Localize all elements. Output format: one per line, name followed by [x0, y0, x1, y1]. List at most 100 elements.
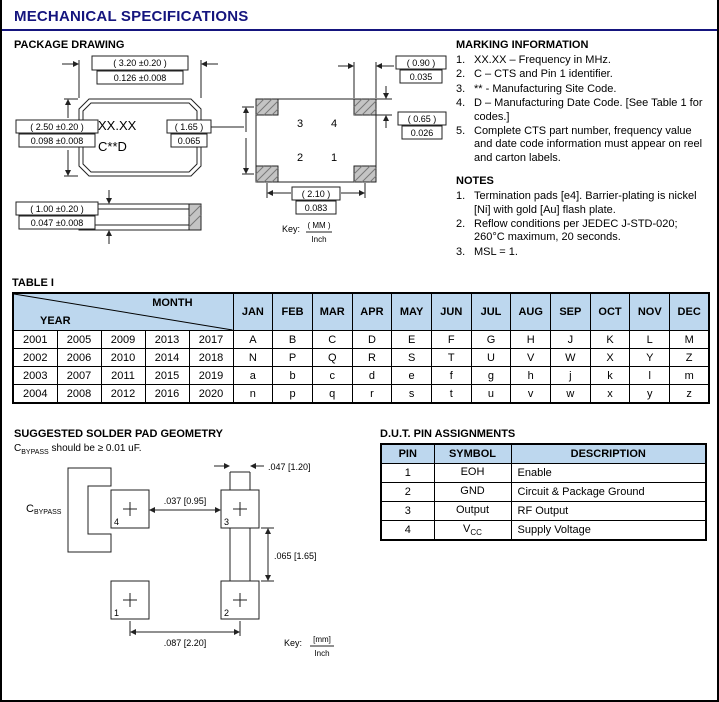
code-cell: L	[629, 330, 671, 350]
solder-pad-drawing: CBYPASS 4 3 1 2	[26, 462, 334, 658]
code-cell: s	[391, 384, 432, 404]
dut-desc-cell: RF Output	[510, 501, 707, 522]
bypass-cap-label: CBYPASS	[26, 503, 62, 516]
dut-header-row: PIN SYMBOL DESCRIPTION	[380, 443, 707, 465]
key-denominator: Inch	[311, 235, 326, 244]
item-number: 5.	[456, 125, 466, 138]
units-key: Key: ( MM ) Inch	[282, 221, 332, 244]
code-cell: a	[232, 366, 274, 386]
pad-number-4: 4	[331, 118, 337, 130]
dim-pad-width: ( 0.90 ) 0.035	[338, 55, 447, 98]
code-cell: D	[351, 330, 393, 350]
table1-corner-cell: MONTH YEAR	[12, 292, 234, 332]
item-number: 2.	[456, 218, 466, 231]
dim-pad-height: ( 0.65 ) 0.026	[376, 86, 447, 140]
item-text: XX.XX – Frequency in MHz.	[474, 54, 611, 66]
package-bottom-view: 3 4 2 1	[255, 98, 377, 183]
code-cell: x	[589, 384, 631, 404]
code-cell: Y	[629, 348, 671, 368]
package-drawing-heading: PACKAGE DRAWING	[14, 39, 125, 51]
dim-height: ( 2.50 ±0.20 ) 0.098 ±0.008	[15, 98, 99, 177]
year-cell: 2002	[12, 348, 58, 368]
year-cell: 2020	[188, 384, 234, 404]
dim-pitch-x-mm: ( 2.10 )	[302, 189, 331, 199]
month-header: JUL	[470, 292, 512, 332]
package-drawing: ( 3.20 ±0.20 ) 0.126 ±0.008 XX.XX C**D	[15, 55, 447, 244]
list-item: 1.Termination pads [e4]. Barrier-plating…	[456, 190, 709, 217]
code-cell: B	[272, 330, 313, 350]
code-cell: M	[669, 330, 710, 350]
code-cell: N	[232, 348, 274, 368]
dut-pin-cell: 4	[380, 520, 435, 541]
code-cell: v	[510, 384, 552, 404]
code-cell: A	[232, 330, 274, 350]
item-number: 2.	[456, 68, 466, 81]
year-cell: 2009	[100, 330, 146, 350]
item-number: 1.	[456, 190, 466, 203]
list-item: 5.Complete CTS part number, frequency va…	[456, 125, 709, 165]
dut-symbol-cell: EOH	[433, 463, 512, 484]
corner-diagonal	[14, 294, 233, 330]
package-side-view: ( 1.00 ±0.20 ) 0.047 ±0.008	[15, 190, 202, 244]
corner-month-label: MONTH	[152, 297, 193, 310]
code-cell: U	[470, 348, 512, 368]
code-cell: b	[272, 366, 313, 386]
item-number: 3.	[456, 82, 466, 95]
code-cell: P	[272, 348, 313, 368]
year-cell: 2008	[56, 384, 102, 404]
year-cell: 2005	[56, 330, 102, 350]
code-cell: k	[589, 366, 631, 386]
dim-047-label: .047 [1.20]	[268, 462, 311, 472]
code-cell: p	[272, 384, 313, 404]
dut-pin-cell: 3	[380, 501, 435, 522]
item-text: MSL = 1.	[474, 245, 518, 258]
dut-heading: D.U.T. PIN ASSIGNMENTS	[380, 428, 516, 441]
solder-pad-number-1: 1	[114, 608, 119, 618]
solder-key-numerator: [mm]	[313, 635, 331, 644]
list-item: 4.D – Manufacturing Date Code. [See Tabl…	[456, 97, 709, 124]
dim-thick-in: 0.047 ±0.008	[31, 218, 83, 228]
key-numerator: ( MM )	[307, 221, 330, 230]
top-section: PACKAGE DRAWING ( 3.20 ±0.20 ) 0.126 ±0.…	[2, 31, 717, 265]
pad-number-1: 1	[331, 152, 337, 164]
code-cell: g	[470, 366, 512, 386]
dut-symbol-cell: Output	[433, 501, 512, 522]
list-item: 3.MSL = 1.	[456, 246, 709, 259]
code-cell: J	[550, 330, 591, 350]
marking-line2: C**D	[98, 139, 127, 154]
code-cell: W	[550, 348, 591, 368]
list-item: 3.** - Manufacturing Site Code.	[456, 83, 709, 96]
page-title: MECHANICAL SPECIFICATIONS	[14, 8, 249, 25]
year-cell: 2007	[56, 366, 102, 386]
month-header: OCT	[589, 292, 631, 332]
dim-047: .047 [1.20]	[214, 462, 311, 472]
trace-outline	[229, 471, 251, 582]
code-cell: f	[430, 366, 472, 386]
year-cell: 2014	[144, 348, 190, 368]
code-cell: y	[629, 384, 671, 404]
notes-list: 1.Termination pads [e4]. Barrier-plating…	[456, 190, 709, 259]
info-column: MARKING INFORMATION 1. XX.XX – Frequency …	[454, 39, 709, 265]
solder-key-label: Key:	[284, 638, 302, 648]
month-header: MAY	[391, 292, 432, 332]
item-text: D – Manufacturing Date Code. [See Table …	[474, 97, 703, 123]
dim-height-in: 0.098 ±0.008	[31, 136, 83, 146]
year-cell: 2011	[100, 366, 146, 386]
code-cell: r	[351, 384, 393, 404]
solder-pad-number-3: 3	[224, 517, 229, 527]
list-item: 2.C – CTS and Pin 1 identifier.	[456, 68, 709, 81]
bypass-note-rest: should be ≥ 0.01 uF.	[48, 443, 142, 455]
item-number: 1.	[456, 54, 466, 66]
code-cell: C	[311, 330, 353, 350]
dim-width: ( 3.20 ±0.20 ) 0.126 ±0.008	[62, 55, 218, 98]
year-cell: 2012	[100, 384, 146, 404]
year-cell: 2013	[144, 330, 190, 350]
marking-information-heading: MARKING INFORMATION	[456, 39, 589, 51]
pad-number-2: 2	[297, 152, 303, 164]
month-header: DEC	[669, 292, 710, 332]
dim-thick-mm: ( 1.00 ±0.20 )	[30, 204, 83, 214]
dut-row: 4 VCC Supply Voltage	[380, 520, 707, 541]
code-cell: j	[550, 366, 591, 386]
